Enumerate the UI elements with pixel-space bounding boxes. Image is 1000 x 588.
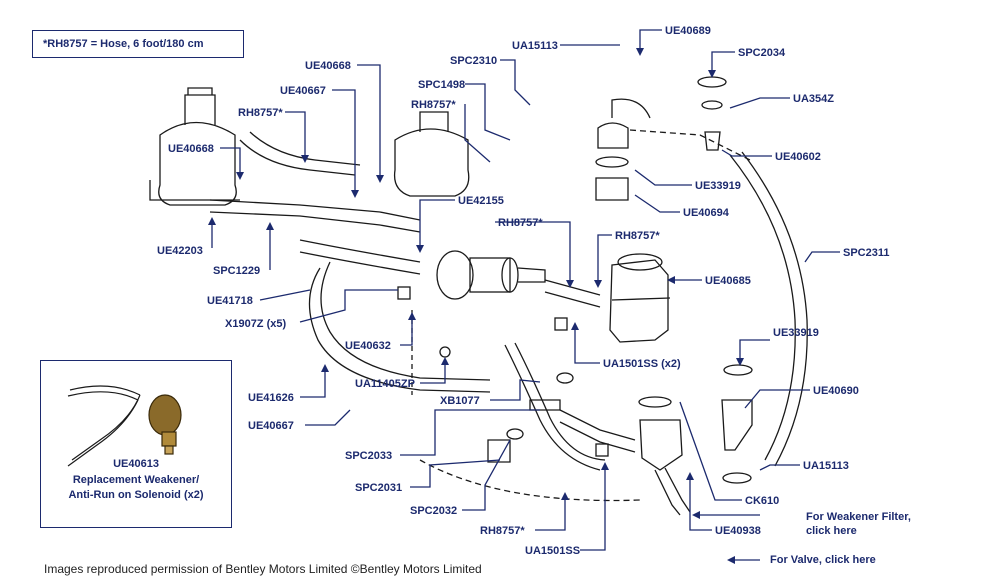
callout-ua11405zp[interactable]: UA11405ZP: [355, 378, 415, 390]
weakener-filter-link[interactable]: For Weakener Filter, click here: [806, 510, 911, 538]
callout-ue40667-top[interactable]: UE40667: [280, 85, 326, 97]
callout-xb1077[interactable]: XB1077: [440, 395, 480, 407]
valve-link[interactable]: For Valve, click here: [770, 554, 876, 566]
callout-spc2311[interactable]: SPC2311: [843, 247, 890, 259]
valve-body: [609, 259, 669, 343]
callout-spc1229[interactable]: SPC1229: [213, 265, 261, 277]
callout-ue40667-bottom[interactable]: UE40667: [248, 420, 294, 432]
callout-spc2032[interactable]: SPC2032: [410, 505, 458, 517]
callout-ue40668-top[interactable]: UE40668: [305, 60, 351, 72]
callout-rh8757-right[interactable]: RH8757*: [615, 230, 660, 242]
callout-arrowheads: [208, 48, 744, 564]
callout-ue33919-top[interactable]: UE33919: [695, 180, 741, 192]
callout-spc2310[interactable]: SPC2310: [450, 55, 498, 67]
callout-ue40668-left[interactable]: UE40668: [168, 143, 214, 155]
callout-rh8757-mid[interactable]: RH8757*: [411, 99, 456, 111]
long-hose: [729, 154, 796, 461]
callout-rh8757-bottom[interactable]: RH8757*: [480, 525, 525, 537]
callout-ue41626[interactable]: UE41626: [248, 392, 294, 404]
inset-caption-line1: Replacement Weakener/: [72, 474, 200, 486]
callout-spc2033[interactable]: SPC2033: [345, 450, 393, 462]
callout-ue42155[interactable]: UE42155: [458, 195, 504, 207]
callout-ua1501ss[interactable]: UA1501SS: [525, 545, 581, 557]
callout-ue40694[interactable]: UE40694: [683, 207, 729, 219]
inset-part-number: UE40613: [113, 458, 159, 470]
loop-hose: [308, 267, 491, 393]
callout-ue40602[interactable]: UE40602: [775, 151, 821, 163]
solenoid-inset[interactable]: UE40613 Replacement Weakener/ Anti-Run o…: [40, 360, 232, 528]
inset-caption-line2: Anti-Run on Solenoid (x2): [68, 489, 204, 501]
callout-ua1501ss-x2[interactable]: UA1501SS (x2): [603, 358, 681, 370]
center-carburettor: [393, 128, 470, 197]
regulator: [639, 419, 683, 471]
weakener-filter-link-line2: click here: [806, 525, 857, 537]
callout-rh8757-left[interactable]: RH8757*: [238, 107, 283, 119]
hose-note: *RH8757 = Hose, 6 foot/180 cm: [32, 30, 244, 58]
copyright-footer: Images reproduced permission of Bentley …: [44, 562, 482, 576]
callout-ck610[interactable]: CK610: [745, 495, 780, 507]
callout-ue40690[interactable]: UE40690: [813, 385, 859, 397]
callout-ue40685[interactable]: UE40685: [705, 275, 751, 287]
callout-ue40938[interactable]: UE40938: [715, 525, 761, 537]
callout-x1907z[interactable]: X1907Z (x5): [225, 318, 287, 330]
callout-spc2034[interactable]: SPC2034: [738, 47, 786, 59]
callout-ua354z[interactable]: UA354Z: [793, 93, 834, 105]
callout-spc2031[interactable]: SPC2031: [355, 482, 403, 494]
callout-ua15113-bottom[interactable]: UA15113: [803, 460, 849, 472]
callout-ua15113-top[interactable]: UA15113: [512, 40, 558, 52]
callout-ue42203[interactable]: UE42203: [157, 245, 203, 257]
callout-ue40689[interactable]: UE40689: [665, 25, 711, 37]
left-carburettor: [158, 121, 237, 206]
callout-ue41718[interactable]: UE41718: [207, 295, 253, 307]
callout-ue40632[interactable]: UE40632: [345, 340, 391, 352]
callout-leaders: [211, 29, 840, 561]
callout-rh8757-center[interactable]: RH8757*: [498, 217, 543, 229]
callout-ue33919-right[interactable]: UE33919: [773, 327, 819, 339]
solenoid-inset-drawing: [67, 385, 182, 467]
weakener-filter-link-line1: For Weakener Filter,: [806, 511, 911, 523]
callout-spc1498[interactable]: SPC1498: [418, 79, 466, 91]
